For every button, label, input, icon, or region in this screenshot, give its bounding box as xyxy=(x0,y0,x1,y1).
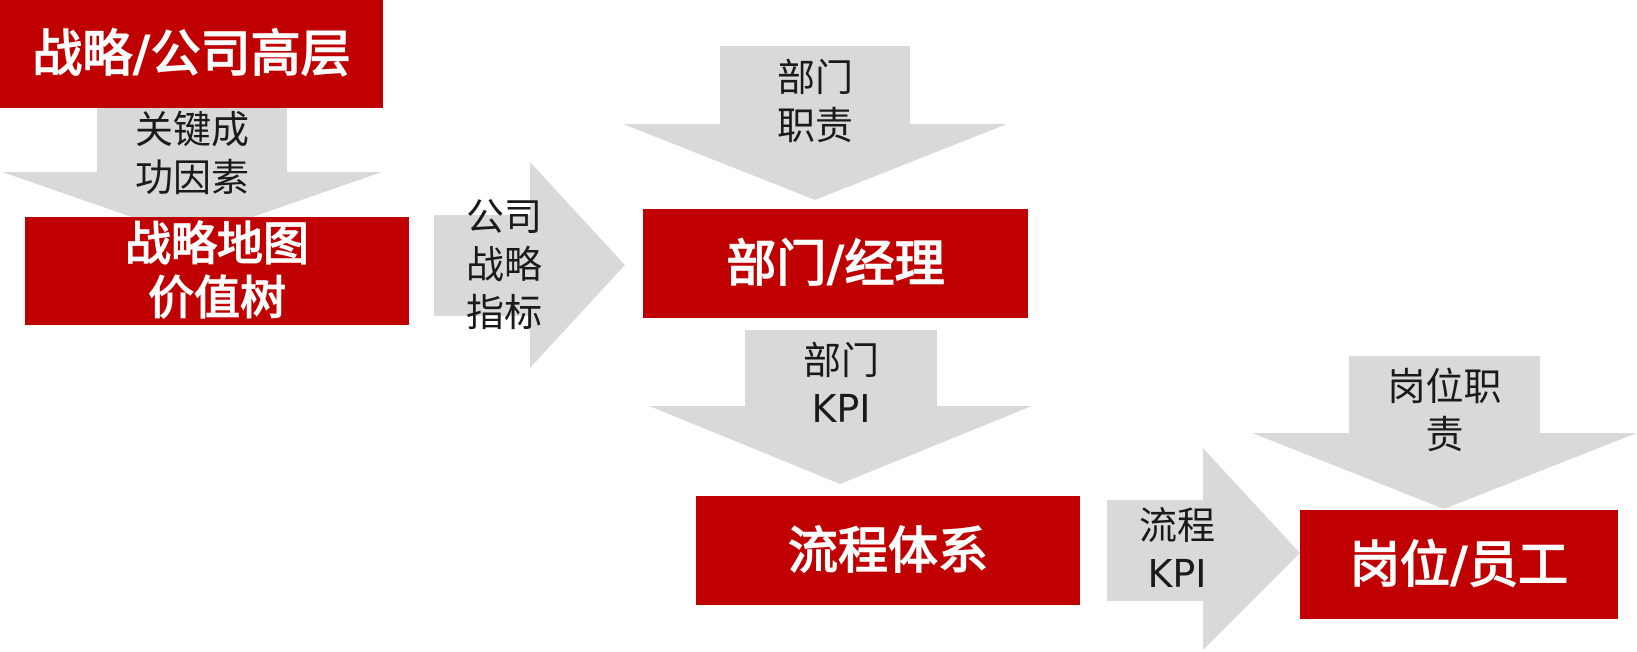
box-line: 部门/经理 xyxy=(726,234,945,293)
arrow-line: 战略 xyxy=(465,243,542,287)
arrow-line: 部门 xyxy=(802,339,879,383)
arrow-line: KPI xyxy=(1147,552,1207,596)
position-duty-label: 岗位职 责 xyxy=(1349,361,1540,461)
arrow-line: 功因素 xyxy=(134,156,249,200)
arrow-department-duty xyxy=(623,46,1007,200)
arrow-position-duty xyxy=(1252,356,1637,509)
arrow-line: 公司 xyxy=(465,195,542,239)
company-strategy-index-label: 公司 战略 指标 xyxy=(434,190,574,340)
process-kpi-label: 流程 KPI xyxy=(1107,500,1247,600)
box-line: 战略/公司高层 xyxy=(32,25,351,83)
arrow-line: 职责 xyxy=(776,104,853,148)
department-duty-label: 部门 职责 xyxy=(720,52,910,152)
box-line: 价值树 xyxy=(148,271,286,325)
strategy-map-value-tree-box: 战略地图 价值树 xyxy=(25,217,409,325)
box-line: 岗位/员工 xyxy=(1349,535,1569,594)
arrow-department-kpi xyxy=(649,330,1032,484)
department-manager-box: 部门/经理 xyxy=(643,209,1028,318)
arrow-line: 指标 xyxy=(465,291,542,335)
box-line: 战略地图 xyxy=(125,217,309,271)
strategy-company-top-box: 战略/公司高层 xyxy=(0,0,383,108)
arrow-line: 部门 xyxy=(776,56,853,100)
process-system-box: 流程体系 xyxy=(696,496,1080,605)
box-line: 流程体系 xyxy=(788,521,988,580)
arrow-line: 岗位职 xyxy=(1387,365,1502,409)
arrow-key-success-factors xyxy=(2,100,382,238)
key-success-factors-label: 关键成 功因素 xyxy=(97,104,287,204)
department-kpi-label: 部门 KPI xyxy=(745,335,937,435)
arrow-company-strategy-index xyxy=(434,162,625,368)
arrow-line: 责 xyxy=(1425,413,1464,457)
position-employee-box: 岗位/员工 xyxy=(1300,510,1618,619)
arrow-line: 流程 xyxy=(1138,504,1215,548)
arrow-line: 关键成 xyxy=(134,108,249,152)
arrow-line: KPI xyxy=(811,387,871,431)
arrow-process-kpi xyxy=(1107,448,1300,650)
